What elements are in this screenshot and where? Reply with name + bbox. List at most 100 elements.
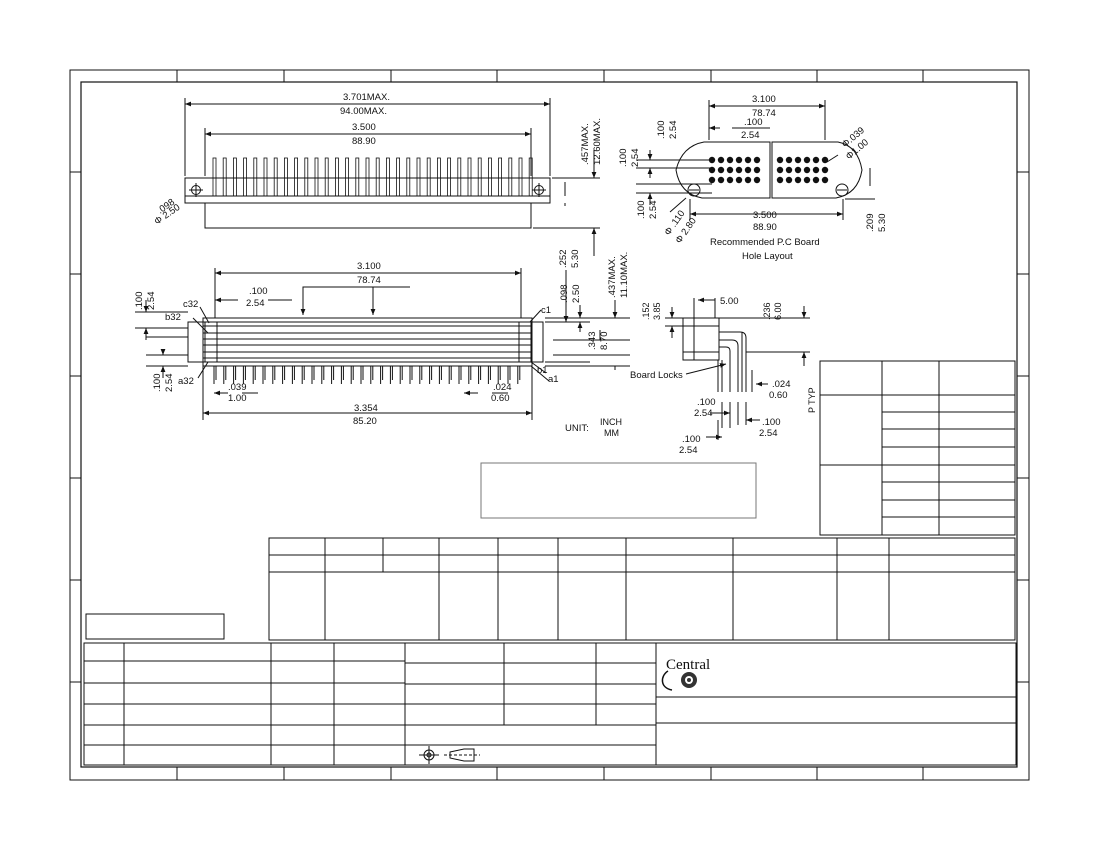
top-pin xyxy=(385,157,390,197)
side-p2-inch: .100 xyxy=(762,417,781,428)
pcb-left2-mm: 2.54 xyxy=(648,201,659,220)
pcb-hole xyxy=(785,176,793,184)
top-pin xyxy=(447,157,452,197)
front-span-mm: 78.74 xyxy=(357,275,381,286)
front-bottom-pitch-mm: 2.54 xyxy=(164,374,175,393)
top-pin xyxy=(467,157,472,197)
pcb-span-inch: 3.100 xyxy=(752,94,776,105)
front-bottom-span-mm: 85.20 xyxy=(353,416,377,427)
pcb-hole xyxy=(753,156,761,164)
front-pitch-mm: 2.54 xyxy=(246,298,265,309)
top-overall-mm: 94.00MAX. xyxy=(340,106,387,117)
pcb-caption-line2: Hole Layout xyxy=(742,251,793,262)
pcb-hole xyxy=(803,166,811,174)
side-c-inch: .236 xyxy=(762,302,772,320)
front-bottom-span-inch: 3.354 xyxy=(354,403,378,414)
side-p2-mm: 2.54 xyxy=(759,428,778,439)
projection-symbol-icon xyxy=(419,746,480,764)
front-pin-mm: 1.00 xyxy=(228,393,247,404)
pcb-hole-layout: 3.100 78.74 .100 2.54 .100 2.54 .100 2.5… xyxy=(618,94,888,262)
pcb-hole xyxy=(726,166,734,174)
pcb-hole xyxy=(803,156,811,164)
label-a32: a32 xyxy=(178,376,194,387)
pcb-caption-line1: Recommended P.C Board xyxy=(710,237,820,248)
side-p1-mm: 2.54 xyxy=(694,408,713,419)
front-tail-inch: .024 xyxy=(493,382,512,393)
revision-table xyxy=(268,537,1016,641)
pcb-hole xyxy=(708,166,716,174)
title-block xyxy=(83,642,1017,766)
pcb-row-inch: .100 xyxy=(656,121,667,140)
pcb-hole xyxy=(821,156,829,164)
side-b-mm: 3.85 xyxy=(652,302,662,320)
pcb-hole xyxy=(717,156,725,164)
front-height-inch: .437MAX. xyxy=(607,256,618,298)
pcb-hole xyxy=(812,156,820,164)
pcb-edge-inch: .209 xyxy=(865,214,876,233)
unit-label: UNIT: xyxy=(565,423,589,434)
pcb-hole xyxy=(744,166,752,174)
pcb-left-mm: 2.54 xyxy=(630,149,641,168)
logo-text: Central xyxy=(666,657,710,673)
side-p3-inch: .100 xyxy=(682,434,701,445)
pcb-pitch-mm: 88.90 xyxy=(753,222,777,233)
pcb-hole xyxy=(717,176,725,184)
top-pin xyxy=(375,157,380,197)
sheet-border xyxy=(69,69,1030,781)
top-pin xyxy=(334,157,339,197)
front-depth-mm: 5.30 xyxy=(570,250,581,269)
side-a-mm: 5.00 xyxy=(720,296,739,307)
top-pin xyxy=(457,157,462,197)
unit-mm: MM xyxy=(604,428,619,438)
pcb-hole xyxy=(717,166,725,174)
top-pin xyxy=(273,157,278,197)
pcb-hole xyxy=(744,176,752,184)
pcb-hole xyxy=(726,176,734,184)
side-tail-inch: .024 xyxy=(772,379,791,390)
spec-table xyxy=(819,360,1016,536)
top-pin xyxy=(477,157,482,197)
pcb-hole xyxy=(794,166,802,174)
pcb-col-inch: .100 xyxy=(744,117,763,128)
logo-connector-icon xyxy=(681,672,697,688)
note-box xyxy=(480,462,757,519)
top-pin xyxy=(294,157,299,197)
top-overall-inch: 3.701MAX. xyxy=(343,92,390,103)
front-tail-mm: 0.60 xyxy=(491,393,510,404)
top-pin xyxy=(355,157,360,197)
pcb-hole xyxy=(803,176,811,184)
top-pin xyxy=(263,157,268,197)
pcb-hole xyxy=(708,176,716,184)
front-offset-inch: .098 xyxy=(559,285,570,304)
label-b1: b1 xyxy=(537,365,548,376)
company-logo: Central xyxy=(661,657,710,691)
top-pin xyxy=(345,157,350,197)
front-height-mm: 11.10MAX. xyxy=(619,252,630,298)
pcb-hole xyxy=(753,166,761,174)
top-pin xyxy=(365,157,370,197)
front-body-inch: .343 xyxy=(587,332,598,351)
top-pin xyxy=(314,157,319,197)
side-view: 5.00 .152 3.85 .236 6.00 Board Locks .02… xyxy=(630,296,817,456)
pcb-hole xyxy=(708,156,716,164)
pcb-hole xyxy=(776,166,784,174)
top-pin xyxy=(508,157,513,197)
pcb-span-mm: 78.74 xyxy=(752,108,776,119)
top-pin xyxy=(243,157,248,197)
pcb-hole xyxy=(821,166,829,174)
pcb-hole xyxy=(776,156,784,164)
pcb-hole xyxy=(785,156,793,164)
pcb-hole xyxy=(785,166,793,174)
board-locks-label: Board Locks xyxy=(630,370,683,381)
label-c1: c1 xyxy=(541,305,551,316)
unit-note: UNIT: INCH MM xyxy=(565,417,622,438)
side-tail-mm: 0.60 xyxy=(769,390,788,401)
side-b-inch: .152 xyxy=(641,302,651,320)
top-height-mm: 12.60MAX. xyxy=(592,118,603,165)
top-pin xyxy=(222,157,227,197)
pcb-hole-grid xyxy=(708,156,829,184)
label-a1: a1 xyxy=(548,374,559,385)
top-pin xyxy=(498,157,503,197)
top-pin xyxy=(212,157,217,197)
front-pitch-inch: .100 xyxy=(249,286,268,297)
